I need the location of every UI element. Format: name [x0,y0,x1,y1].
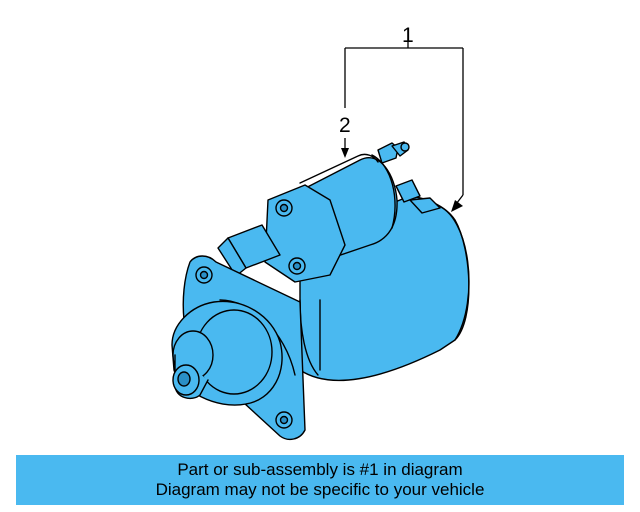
info-banner: Part or sub-assembly is #1 in diagram Di… [16,455,624,505]
callout-1-label: 1 [402,24,414,47]
banner-line-1: Part or sub-assembly is #1 in diagram [177,460,463,479]
solenoid-bracket [217,184,346,283]
callout-2-label: 2 [339,114,351,137]
banner-line-2: Diagram may not be specific to your vehi… [155,480,485,499]
callout-arrowheads [341,148,463,212]
pinion-gear [172,330,214,400]
